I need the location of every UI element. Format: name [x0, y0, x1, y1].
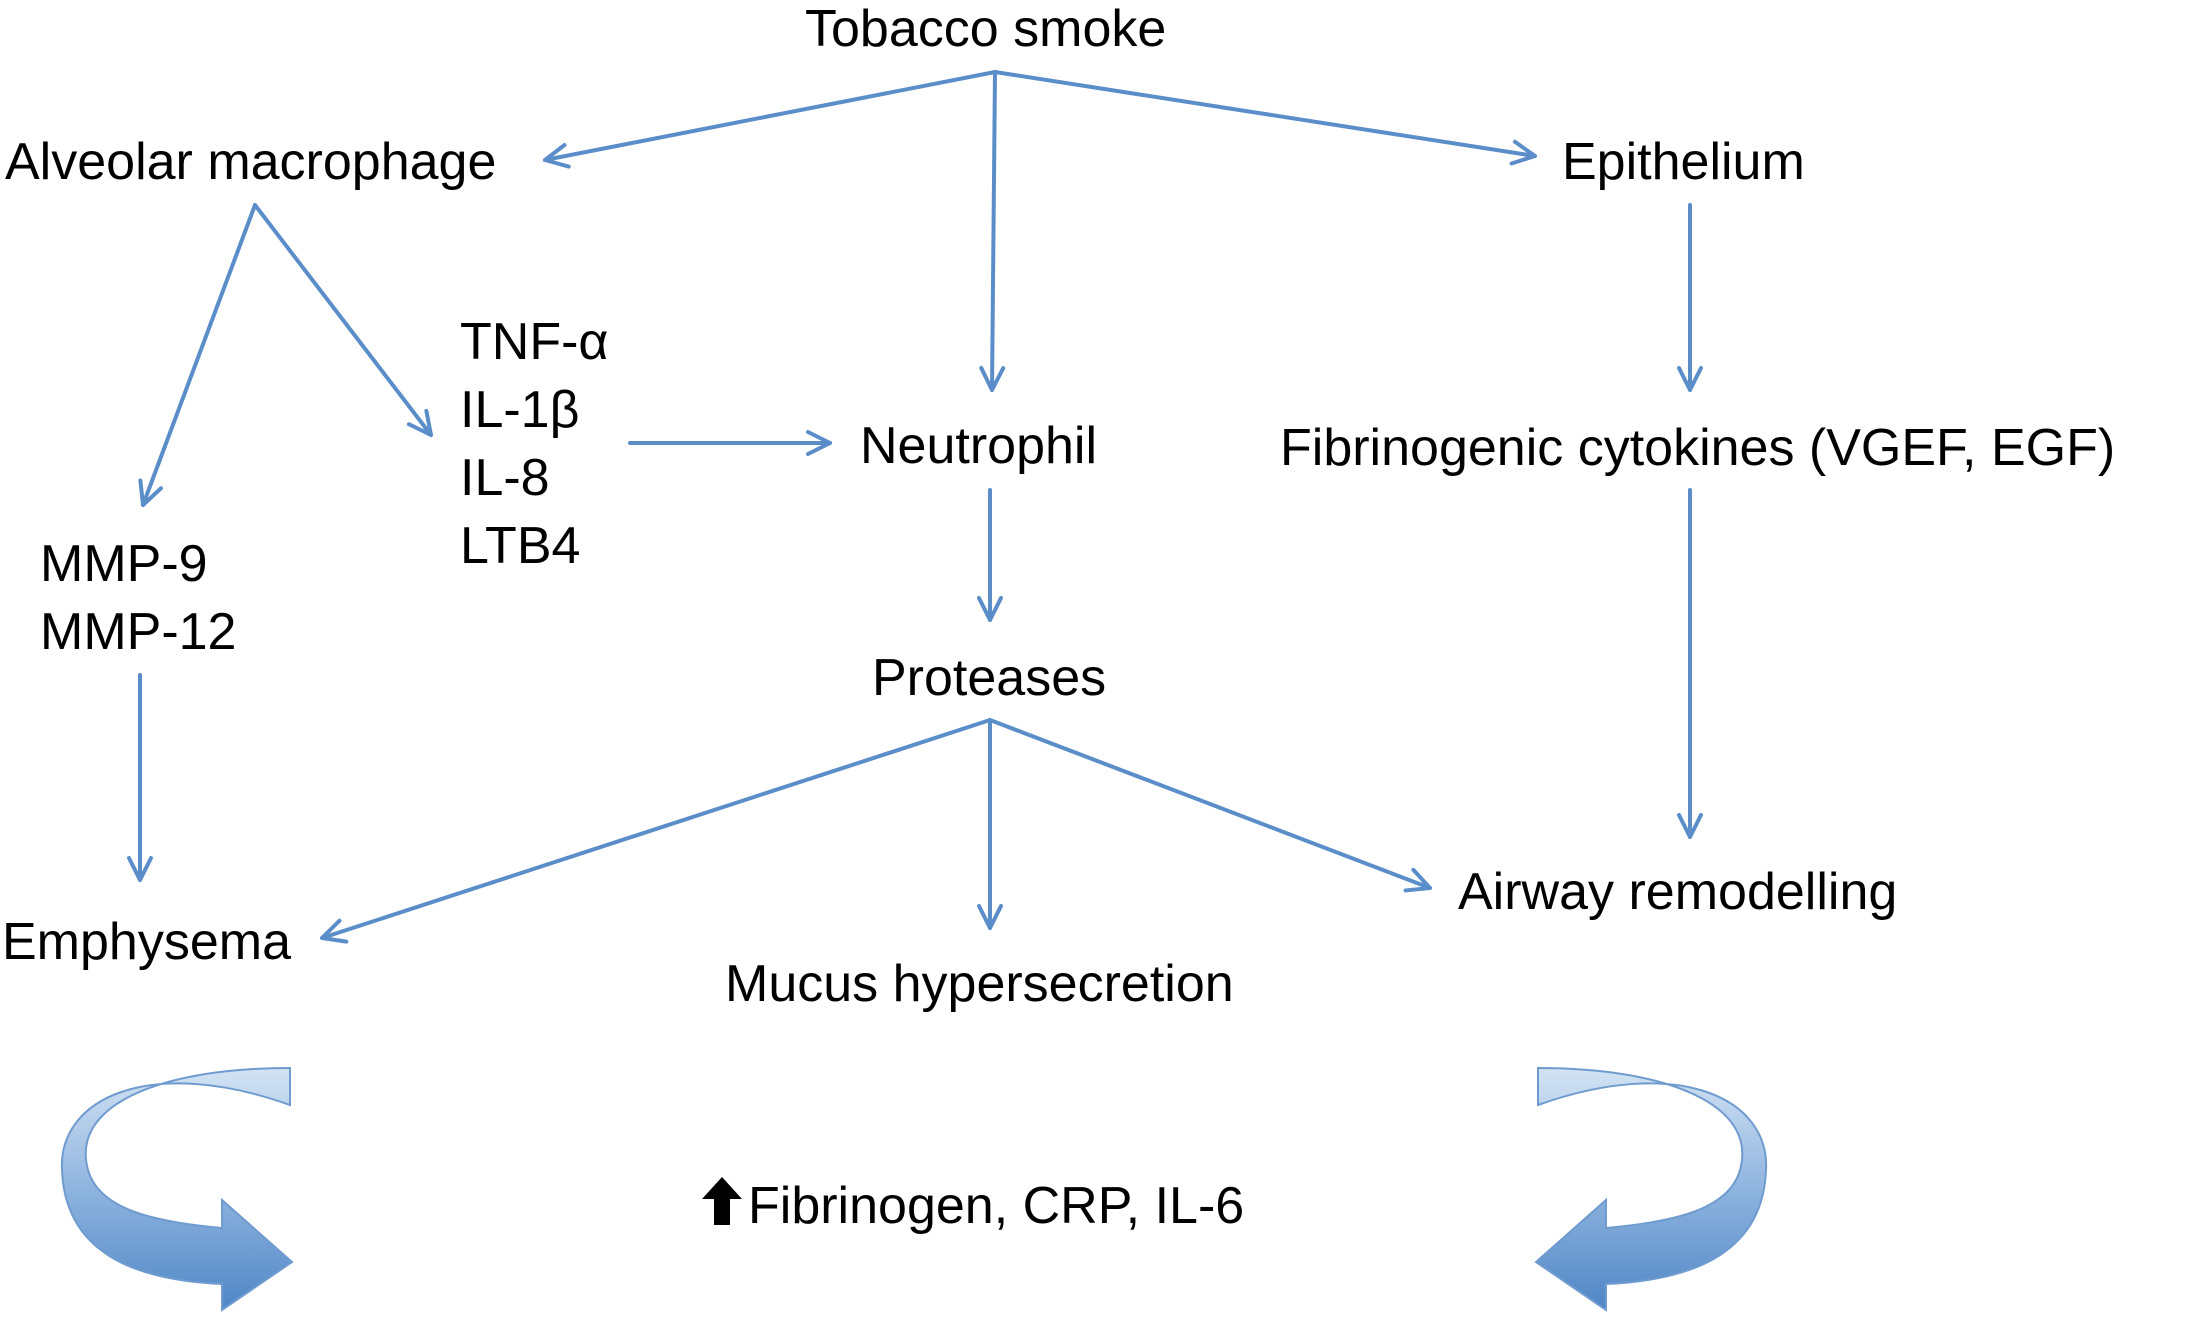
node-tobacco-smoke: Tobacco smoke — [805, 0, 1167, 58]
node-neutrophil: Neutrophil — [860, 417, 1098, 475]
arrow-proteases-to-remodelling — [988, 718, 1432, 893]
node-mucus-hypersecretion: Mucus hypersecretion — [725, 955, 1234, 1013]
arrow-macrophage-to-cytokines — [253, 203, 433, 437]
curved-arrow-left-icon — [60, 1066, 294, 1312]
cytokine-item: LTB4 — [460, 517, 581, 575]
cytokine-item: IL-8 — [460, 449, 550, 507]
arrow-proteases-to-emphysema — [320, 718, 992, 944]
node-alveolar-macrophage: Alveolar macrophage — [5, 133, 497, 191]
arrow-macrophage-to-mmps — [138, 203, 257, 507]
node-cytokines: TNF-α IL-1β IL-8 LTB4 — [460, 308, 608, 580]
node-epithelium: Epithelium — [1562, 133, 1805, 191]
cytokine-item: IL-1β — [460, 381, 580, 439]
arrow-smoke-to-macrophage — [543, 70, 997, 169]
up-arrow-icon — [702, 1177, 742, 1225]
curved-arrow-right-icon — [1534, 1066, 1768, 1312]
mmp-item: MMP-9 — [40, 535, 208, 593]
node-mmps: MMP-9 MMP-12 — [40, 530, 236, 666]
arrow-smoke-to-neutrophil — [979, 70, 1006, 392]
node-emphysema: Emphysema — [2, 913, 291, 971]
node-systemic-markers: Fibrinogen, CRP, IL-6 — [700, 1175, 1244, 1232]
arrow-smoke-to-epithelium — [993, 70, 1537, 166]
node-fibrinogenic-cytokines: Fibrinogenic cytokines (VGEF, EGF) — [1280, 419, 2116, 477]
systemic-markers-label: Fibrinogen, CRP, IL-6 — [748, 1177, 1245, 1235]
node-airway-remodelling: Airway remodelling — [1458, 863, 1898, 921]
node-proteases: Proteases — [872, 649, 1107, 707]
mmp-item: MMP-12 — [40, 603, 237, 661]
cytokine-item: TNF-α — [460, 313, 609, 371]
